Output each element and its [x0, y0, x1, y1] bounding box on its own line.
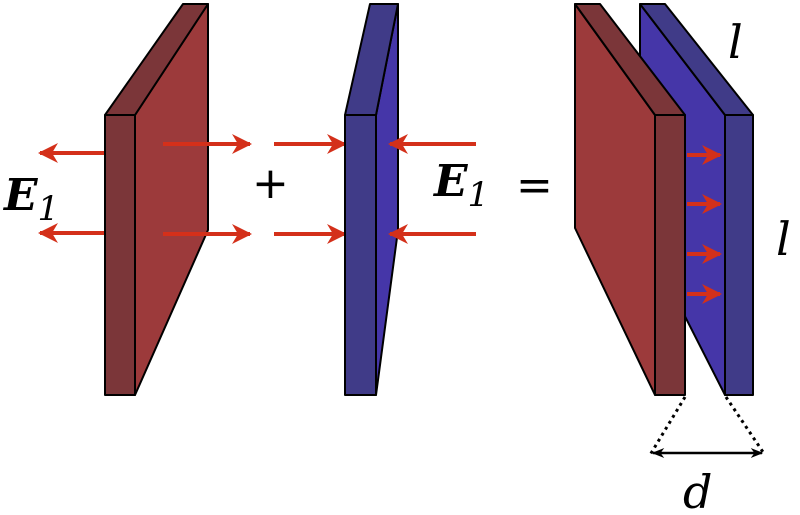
separation-label: d — [683, 465, 712, 515]
negative-plate-middle — [344, 3, 399, 396]
field-arrows-into-negative-plate — [274, 134, 347, 244]
internal-field-arrows — [687, 145, 722, 304]
separation-indicator — [648, 396, 767, 458]
dotted-guide-right — [724, 396, 767, 456]
field-arrows-right-of-negative-plate — [388, 134, 476, 244]
field-arrows-left-plate — [38, 134, 252, 244]
plate-front-edge — [654, 114, 686, 396]
plate-front-edge — [104, 114, 136, 396]
field-label-left: E1 — [2, 170, 59, 229]
plate-depth-label: l — [728, 15, 743, 69]
plus-sign: + — [252, 158, 289, 209]
positive-plate-capacitor — [574, 3, 686, 396]
plate-height-label: l — [776, 212, 791, 266]
positive-plate-left — [104, 3, 209, 396]
dotted-guide-left — [648, 396, 687, 456]
equals-sign: = — [516, 160, 553, 211]
field-label-right: E1 — [432, 156, 489, 215]
plate-front-edge — [344, 114, 377, 396]
plate-front-edge — [724, 114, 754, 396]
